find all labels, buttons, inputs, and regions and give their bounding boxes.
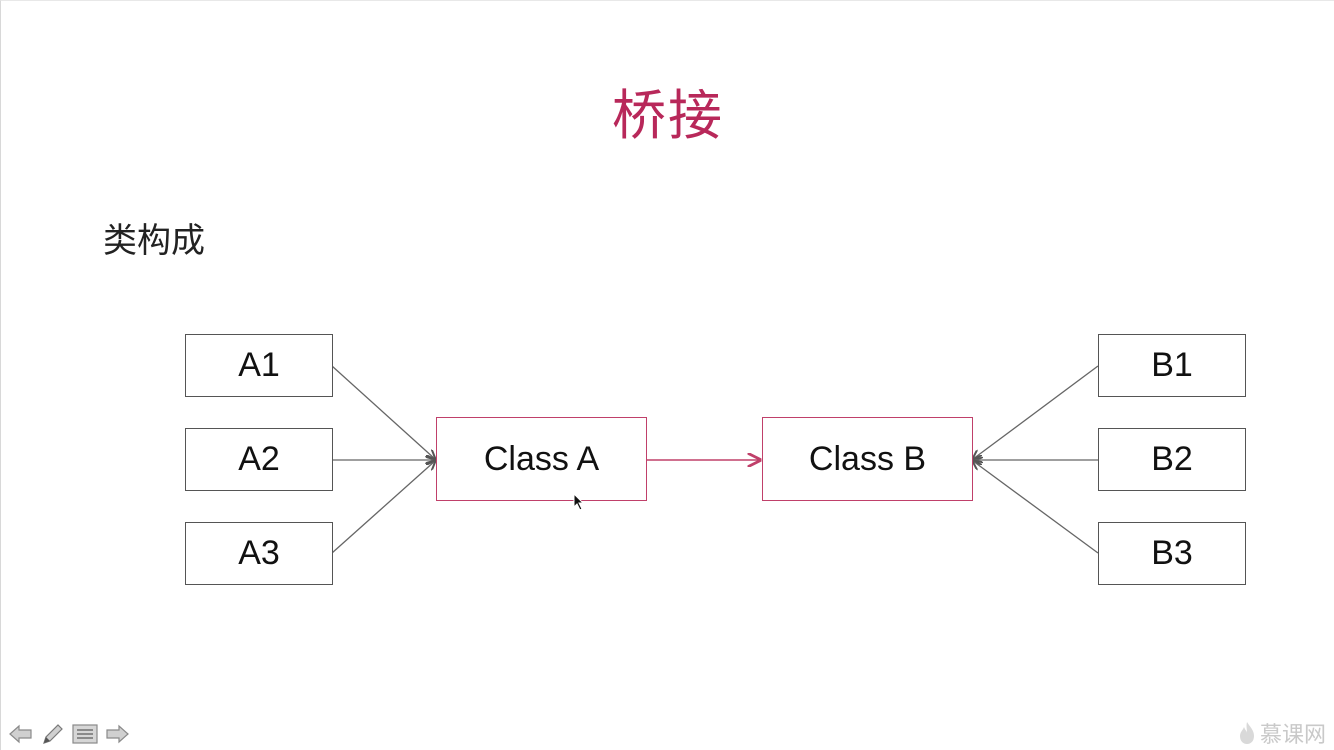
node-b3: B3 (1098, 522, 1246, 585)
connector-a1-to-class-a (331, 365, 435, 459)
mouse-cursor-icon (573, 493, 585, 511)
node-class-a: Class A (436, 417, 647, 501)
slide-subtitle: 类构成 (103, 221, 205, 261)
watermark-text: 慕课网 (1259, 723, 1326, 748)
node-a3: A3 (185, 522, 333, 585)
presentation-toolbar (7, 721, 131, 747)
slide-title: 桥接 (612, 84, 724, 147)
pen-icon[interactable] (39, 721, 67, 747)
node-b2: B2 (1098, 428, 1246, 491)
connector-b1-to-class-b (973, 365, 1099, 459)
menu-icon[interactable] (71, 721, 99, 747)
back-arrow-icon[interactable] (7, 721, 35, 747)
connector-b3-to-class-b (973, 461, 1099, 554)
flame-logo-icon (1239, 722, 1254, 744)
forward-arrow-icon[interactable] (103, 721, 131, 747)
node-a2: A2 (185, 428, 333, 491)
node-class-b: Class B (762, 417, 973, 501)
node-a1: A1 (185, 334, 333, 397)
connector-a3-to-class-a (331, 461, 435, 554)
node-b1: B1 (1098, 334, 1246, 397)
watermark: 慕课网 (1238, 717, 1326, 749)
